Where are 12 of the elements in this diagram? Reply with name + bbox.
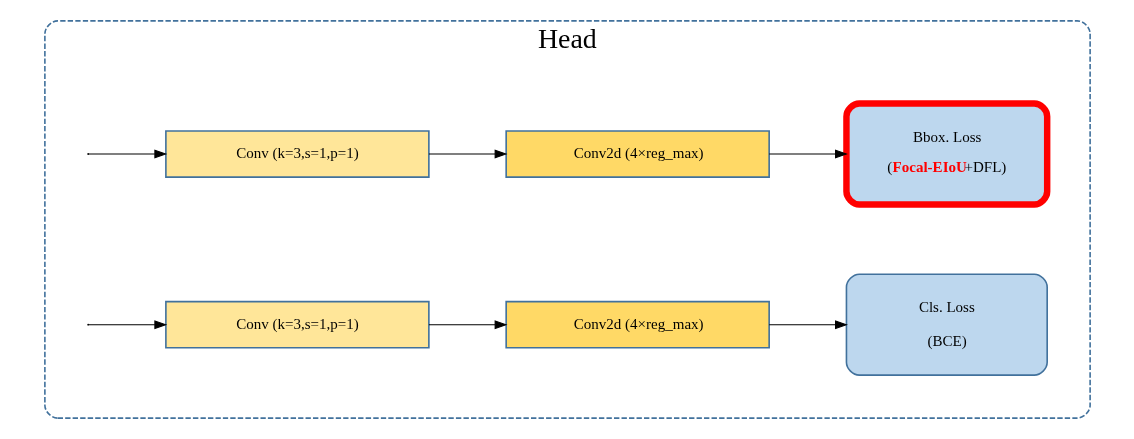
arrow — [768, 149, 848, 159]
arrow — [427, 149, 507, 159]
node-box: Bbox. Loss (Focal-EIoU+DFL) — [842, 100, 1050, 208]
node-box: Cls. Loss (BCE) — [845, 273, 1048, 376]
arrow — [427, 320, 507, 330]
node-box: Conv2d (4×reg_max) — [504, 300, 770, 349]
node-box: Conv (k=3,s=1,p=1) — [164, 130, 430, 178]
arrow — [87, 320, 167, 330]
node-box: Conv2d (4×reg_max) — [504, 130, 770, 178]
arrow — [87, 149, 167, 159]
arrow — [768, 320, 848, 330]
node-box: Conv (k=3,s=1,p=1) — [164, 300, 430, 349]
